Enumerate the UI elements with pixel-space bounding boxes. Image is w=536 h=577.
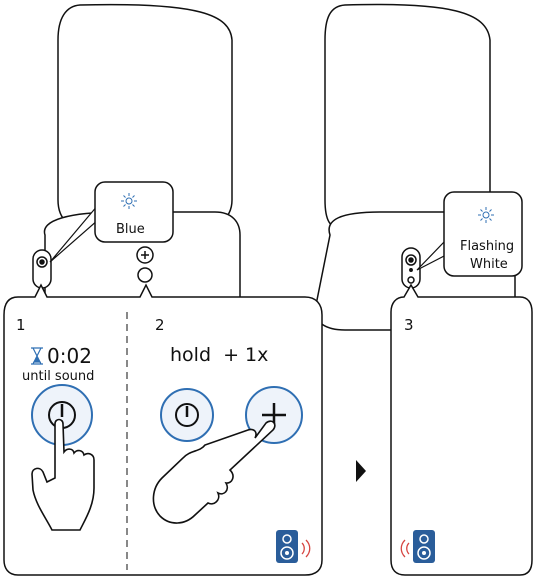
pointing-hand-icon (31, 418, 95, 531)
step-number-2: 2 (155, 316, 165, 334)
left-side-controls (32, 246, 154, 289)
plus-button-step2 (245, 386, 303, 444)
sound-waves-icon (301, 539, 311, 558)
blue-callout (49, 181, 174, 263)
blue-label: Blue (116, 222, 145, 237)
next-arrow-icon (356, 460, 366, 482)
hold-instruction: hold + 1x (170, 344, 269, 366)
white-label: White (470, 257, 508, 272)
timer-text: 0:02 (47, 344, 92, 368)
left-speaker (43, 3, 241, 311)
flashing-white-callout (416, 191, 523, 277)
step3-panel (390, 283, 533, 576)
right-side-controls (401, 247, 421, 289)
speaker-icon (413, 530, 435, 563)
hourglass-icon (31, 347, 43, 365)
power-button-step1 (31, 384, 93, 446)
pointing-hand-icon (152, 420, 276, 524)
step-number-3: 3 (404, 316, 414, 334)
speaker-icon (276, 530, 298, 563)
timer-caption: until sound (22, 369, 95, 384)
flashing-label: Flashing (460, 239, 515, 254)
light-icon (121, 193, 137, 209)
power-button-step2 (160, 388, 214, 442)
light-icon (478, 207, 494, 223)
step-number-1: 1 (16, 316, 26, 334)
sound-waves-icon (400, 539, 410, 558)
